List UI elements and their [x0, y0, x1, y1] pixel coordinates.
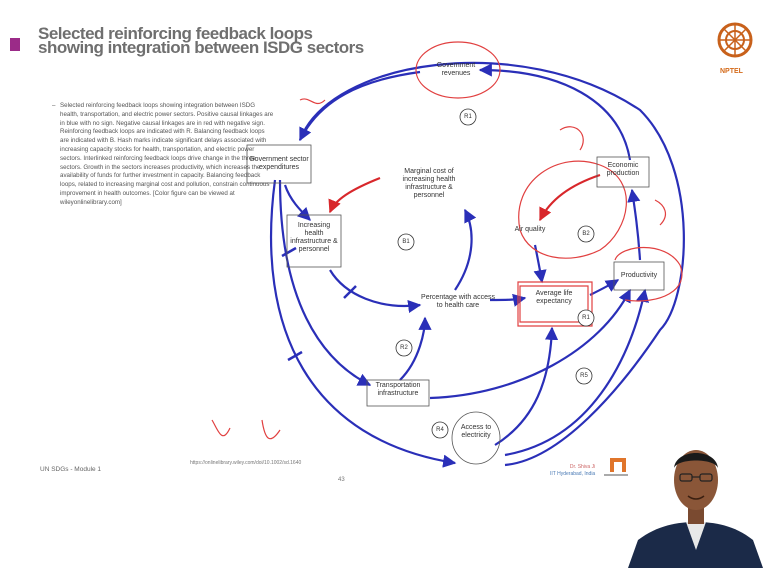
delay-mark-electricity: [287, 350, 303, 362]
node-health-infra: Increasing health infrastructure & perso…: [290, 222, 338, 253]
link-transport-to-access: [399, 316, 432, 381]
node-gov-revenues: Government revenues: [436, 62, 476, 77]
node-boxes: [246, 144, 665, 407]
node-productivity: Productivity: [620, 272, 658, 279]
link-airquality-to-life: [533, 244, 547, 284]
link-electricity-to-life: [494, 326, 559, 446]
link-marginal-to-health: [328, 176, 381, 214]
box-economic: [596, 156, 650, 188]
annotation-productivity-loop: [614, 246, 683, 302]
loop-label-r-life: R1: [582, 315, 590, 321]
slide-title-line2: showing integration between ISDG sectors: [38, 38, 364, 57]
negative-links: [328, 173, 601, 222]
node-access-health: Percentage with access to health care: [421, 294, 495, 309]
node-transport: Transportation infrastructure: [375, 382, 421, 397]
loop-marker-r-life: [577, 309, 595, 327]
figure-caption: – Selected reinforcing feedback loops sh…: [52, 102, 275, 208]
node-life-expectancy: Average life expectancy: [535, 290, 573, 305]
link-health-to-access: [329, 269, 422, 314]
institute-logo: [604, 458, 642, 476]
node-air-quality: Air quality: [514, 226, 546, 233]
box-electricity: [451, 411, 501, 465]
footer-course-label: UN SDGs - Module 1: [40, 466, 102, 473]
loop-label-b1: B1: [402, 239, 410, 245]
link-production-to-airquality: [539, 173, 601, 222]
node-marginal-cost: Marginal cost of increasing health infra…: [402, 168, 456, 199]
author-affiliation: IIT Hyderabad, India: [550, 471, 596, 477]
link-expenditures-to-health: [283, 184, 311, 221]
positive-links: [269, 61, 685, 468]
loop-marker-r4: [431, 421, 449, 439]
caption-text: Selected reinforcing feedback loops show…: [60, 102, 274, 206]
delay-marks: [281, 246, 357, 362]
loop-marker-r1-top: [459, 108, 477, 126]
link-expenditures-to-transport: [278, 179, 372, 386]
link-production-to-revenues: [478, 63, 632, 161]
slide-title-line1: Selected reinforcing feedback loops: [38, 24, 313, 43]
footer-page-number: 43: [338, 477, 345, 483]
loop-label-r2: R2: [400, 345, 408, 351]
loop-marker-r2: [395, 339, 413, 357]
author-name: Dr. Shiva Ji: [569, 464, 596, 470]
title-accent-bar: [10, 38, 20, 51]
loop-label-b2: B2: [582, 231, 590, 237]
link-revenues-to-expenditures: [299, 70, 421, 142]
delay-mark-transport: [281, 246, 297, 258]
loop-marker-r5: [575, 367, 593, 385]
box-gov-expenditures: [246, 144, 312, 184]
presenter-video: [628, 430, 763, 568]
footer-author: Dr. Shiva Ji IIT Hyderabad, India: [550, 464, 595, 478]
loop-label-r1-top: R1: [464, 114, 472, 120]
loop-label-r4: R4: [436, 427, 444, 433]
node-access-electricity: Access to electricity: [460, 424, 492, 439]
annotation-airquality-loop: [518, 160, 627, 259]
link-electricity-to-productivity: [504, 288, 649, 457]
link-transport-to-productivity: [429, 288, 631, 400]
box-transport: [366, 379, 430, 407]
box-productivity: [613, 261, 665, 291]
annotation-squiggle-left: [211, 419, 231, 437]
nptel-logo: [717, 22, 753, 58]
loop-label-r5: R5: [580, 373, 588, 379]
node-economic-production: Economic production: [606, 162, 640, 177]
caption-bullet: –: [52, 102, 56, 109]
node-gov-expenditures: Government sector expenditures: [249, 156, 309, 171]
link-outer-loop: [298, 61, 685, 467]
loop-marker-b1: [397, 233, 415, 251]
annotation-revenues-circle: [415, 41, 501, 99]
annotation-life-box: [517, 281, 593, 327]
loop-marker-b2: [577, 225, 595, 243]
annotation-checkmark: [261, 419, 281, 440]
link-access-to-life: [489, 293, 527, 307]
link-access-to-marginal: [454, 208, 477, 291]
delay-mark-health: [343, 285, 357, 299]
link-expenditures-to-electricity: [269, 179, 457, 468]
annotation-squiggle-top: [299, 98, 326, 105]
footer-source-url: https://onlinelibrary.wiley.com/doi/10.1…: [190, 460, 302, 466]
box-health-infra: [286, 214, 342, 268]
loop-markers: [395, 108, 595, 439]
annotation-arrow-right: [559, 126, 584, 151]
annotation-arrow-production: [654, 199, 667, 226]
nptel-logo-text: NPTEL: [720, 68, 743, 75]
link-productivity-to-production: [627, 188, 642, 261]
